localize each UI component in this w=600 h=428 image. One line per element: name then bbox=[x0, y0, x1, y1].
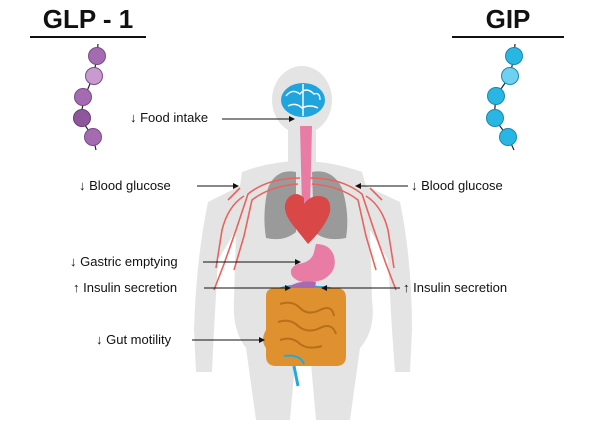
stomach bbox=[290, 244, 335, 283]
label-insulin-left: ↑ Insulin secretion bbox=[73, 280, 178, 295]
gip-peptide-chain bbox=[486, 43, 523, 151]
label-blood-glucose-right: ↓ Blood glucose bbox=[411, 178, 503, 193]
heart bbox=[284, 194, 331, 244]
brain-icon bbox=[281, 83, 325, 117]
leader-lines bbox=[192, 116, 408, 343]
esophagus bbox=[300, 126, 312, 208]
glp1-title: GLP - 1 bbox=[42, 4, 134, 34]
intestines bbox=[263, 288, 346, 387]
blood-vessels bbox=[213, 177, 397, 291]
label-blood-glucose-left: ↓ Blood glucose bbox=[79, 178, 171, 193]
glp1-peptide-chain bbox=[73, 43, 106, 151]
gip-title-underline bbox=[452, 36, 564, 38]
label-insulin-right: ↑ Insulin secretion bbox=[403, 280, 508, 295]
label-gut-motility: ↓ Gut motility bbox=[96, 332, 172, 347]
label-gastric-emptying: ↓ Gastric emptying bbox=[70, 254, 178, 269]
label-food-intake: ↓ Food intake bbox=[130, 110, 209, 125]
glp1-title-underline bbox=[30, 36, 146, 38]
gip-title: GIP bbox=[485, 4, 531, 34]
